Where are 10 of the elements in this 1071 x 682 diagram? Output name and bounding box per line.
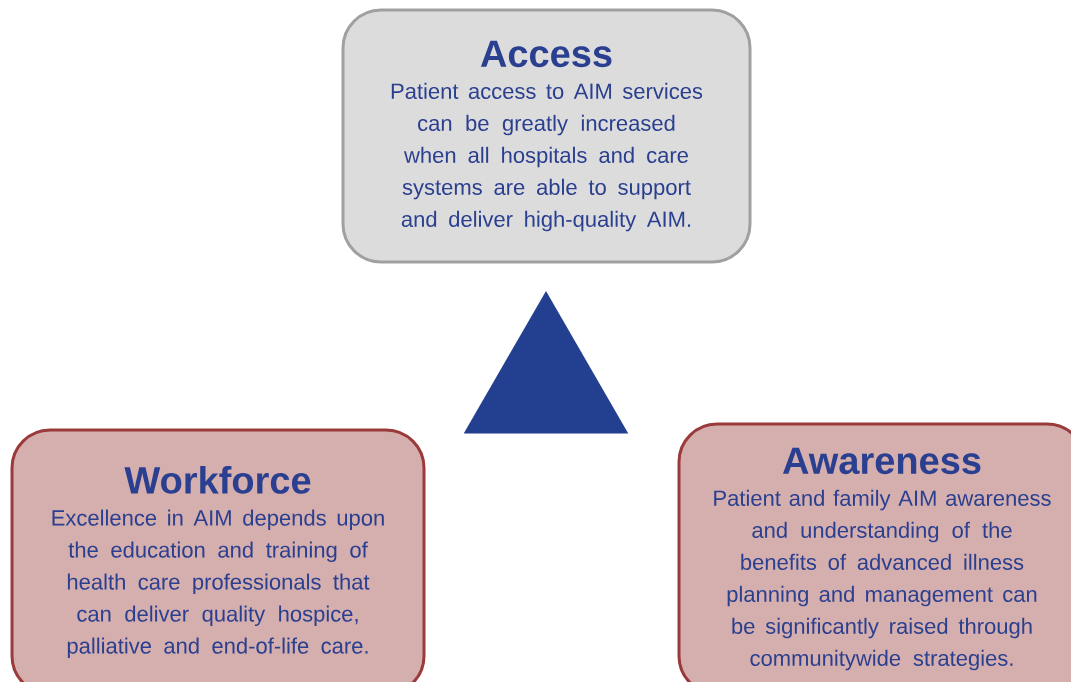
- rounded-box: [677, 422, 1071, 682]
- heading: Access: [480, 40, 612, 68]
- heading: Workforce: [124, 465, 311, 494]
- rounded-box: [10, 428, 426, 682]
- triangle: [463, 291, 629, 434]
- description: Patient access to AIM services can be greatly increased when all hospitals and care systems are able to support and deliver high-quality AIM.: [391, 82, 703, 232]
- rounded-box: [341, 8, 752, 264]
- description: Excellence in AIM depends upon the education and training of health care professionals that can deliver quality hospice, palliative and end-of-life care.: [52, 509, 384, 659]
- description: Patient and family AIM awareness and understanding of the benefits of advanced illness planning and management can be significantly raised through communitywide strategies.: [714, 489, 1051, 671]
- heading: Awareness: [782, 447, 981, 475]
